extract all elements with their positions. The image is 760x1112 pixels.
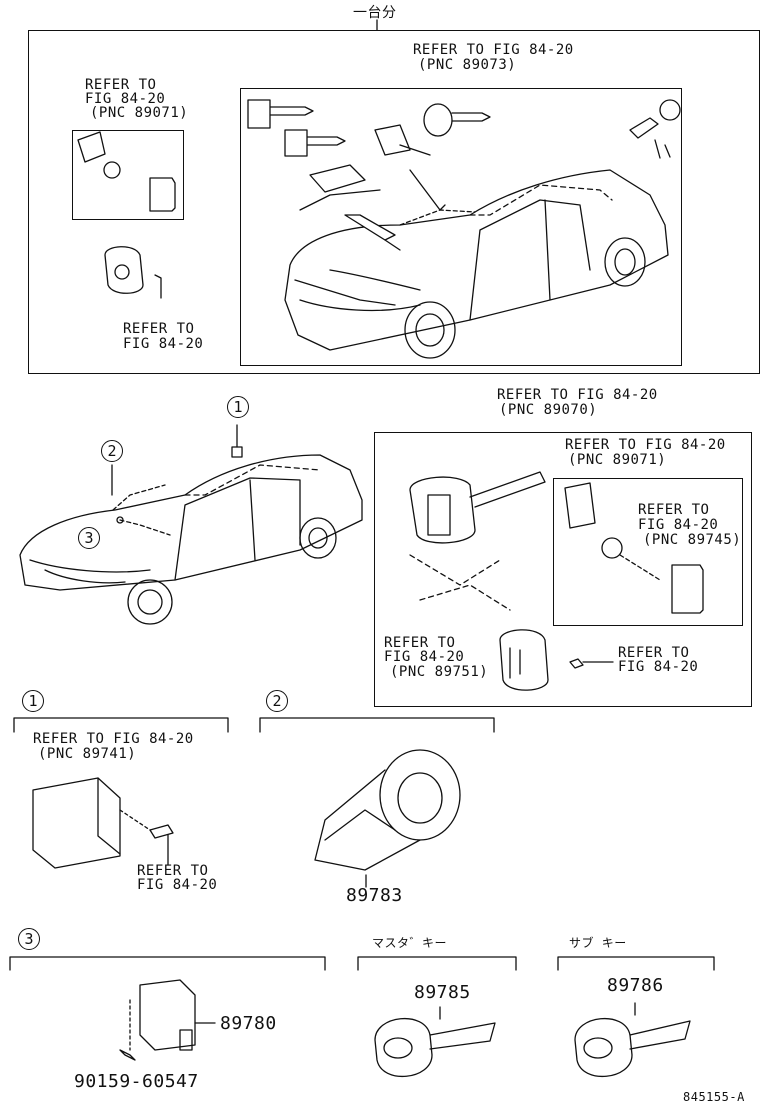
middle-keyset-drawing <box>410 472 703 690</box>
middle-refer-inner-sub-line2[interactable]: FIG 84-20 <box>638 517 719 533</box>
middle-refer-inner-line2[interactable]: (PNC 89071) <box>568 452 667 468</box>
section1-refer-top-line1[interactable]: REFER TO FIG 84-20 <box>33 731 194 747</box>
sub-key-bracket <box>558 957 714 970</box>
section1-refer-top-line2[interactable]: (PNC 89741) <box>38 746 137 762</box>
middle-refer-lower-right-line1[interactable]: REFER TO <box>618 645 690 661</box>
section3-part-drawing <box>120 980 215 1060</box>
section3-bracket <box>10 957 325 970</box>
illustration-id: 845155-A <box>683 1090 745 1104</box>
middle-car-drawing <box>20 425 362 624</box>
top-keys-drawing <box>248 100 680 240</box>
top-refer-left-line3[interactable]: (PNC 89071) <box>90 105 189 121</box>
top-left-sub-box <box>72 130 184 220</box>
master-key-label: マスタ゛キー <box>372 936 448 950</box>
section3-bolt-number[interactable]: 90159-60547 <box>74 1071 199 1092</box>
top-refer-main-line2[interactable]: (PNC 89073) <box>418 57 517 73</box>
middle-refer-inner-sub-line3[interactable]: (PNC 89745) <box>643 532 742 548</box>
middle-refer-lower-left-line2[interactable]: FIG 84-20 <box>384 649 465 665</box>
section2-part-drawing <box>315 750 460 887</box>
sub-key-drawing <box>575 1003 690 1076</box>
callout-2[interactable]: 2 <box>101 440 123 462</box>
top-refer-bottom-line2[interactable]: FIG 84-20 <box>123 336 204 352</box>
master-key-drawing <box>375 1007 495 1076</box>
master-key-number[interactable]: 89785 <box>414 982 471 1003</box>
middle-refer-outer-line2[interactable]: (PNC 89070) <box>499 402 598 418</box>
top-inner-box <box>240 88 682 366</box>
middle-inner-box <box>553 478 743 626</box>
top-header-label: 一台分 <box>353 5 397 21</box>
section2-part-number[interactable]: 89783 <box>346 885 403 906</box>
middle-keyset-box <box>374 432 752 707</box>
callout-1[interactable]: 1 <box>227 396 249 418</box>
section1-part-drawing <box>33 778 173 868</box>
section1-bracket <box>14 718 228 732</box>
top-left-parts-drawing <box>78 132 175 298</box>
section1-badge[interactable]: 1 <box>22 690 44 712</box>
section2-bracket <box>260 718 494 732</box>
top-refer-left-line2[interactable]: FIG 84-20 <box>85 91 166 107</box>
section1-refer-bottom-line2[interactable]: FIG 84-20 <box>137 877 218 893</box>
middle-refer-inner-sub-line1[interactable]: REFER TO <box>638 502 710 518</box>
callout-3[interactable]: 3 <box>78 527 100 549</box>
top-refer-bottom-line1[interactable]: REFER TO <box>123 321 195 337</box>
section2-badge[interactable]: 2 <box>266 690 288 712</box>
middle-refer-inner-line1[interactable]: REFER TO FIG 84-20 <box>565 437 726 453</box>
middle-refer-outer-line1[interactable]: REFER TO FIG 84-20 <box>497 387 658 403</box>
middle-refer-lower-left-line1[interactable]: REFER TO <box>384 635 456 651</box>
sub-key-label: サブ キー <box>569 936 627 950</box>
middle-refer-lower-left-line3[interactable]: (PNC 89751) <box>390 664 489 680</box>
section3-badge[interactable]: 3 <box>18 928 40 950</box>
master-key-bracket <box>358 957 516 970</box>
middle-refer-lower-right-line2[interactable]: FIG 84-20 <box>618 659 699 675</box>
top-refer-left-line1[interactable]: REFER TO <box>85 77 157 93</box>
section1-refer-bottom-line1[interactable]: REFER TO <box>137 863 209 879</box>
sub-key-number[interactable]: 89786 <box>607 975 664 996</box>
top-refer-main-line1[interactable]: REFER TO FIG 84-20 <box>413 42 574 58</box>
section3-part-number[interactable]: 89780 <box>220 1013 277 1034</box>
